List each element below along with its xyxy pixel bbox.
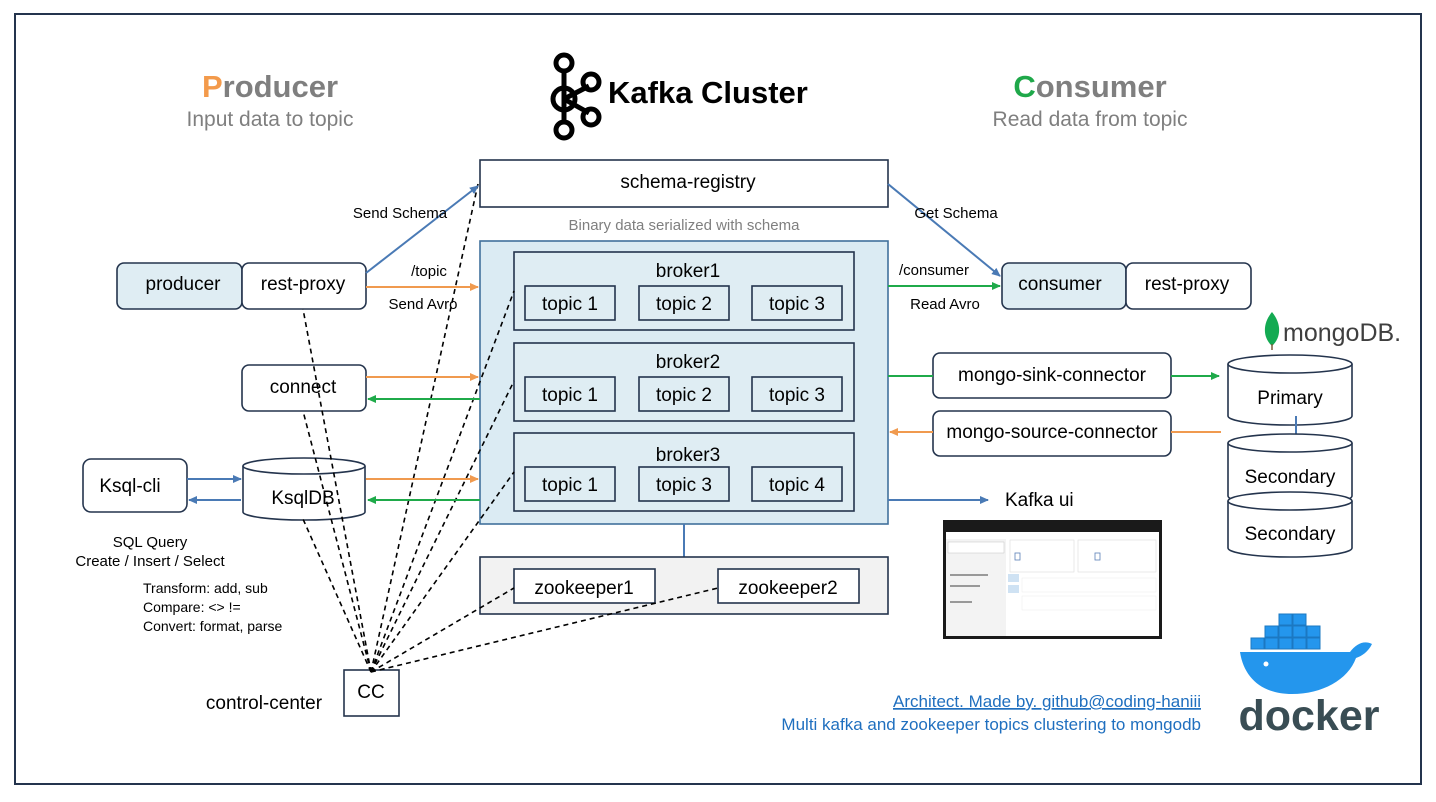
- transform-note-1: Transform: add, sub: [143, 580, 268, 596]
- broker-1-topic-1: topic 1: [542, 294, 598, 315]
- outer-border: [14, 13, 1422, 785]
- broker-2-topic-2-box: [638, 376, 730, 412]
- producer-label: producer: [146, 274, 222, 295]
- producer-title-rest: roducer: [223, 69, 338, 104]
- cluster-title: Kafka Cluster: [608, 75, 808, 110]
- broker-2: broker2 topic 1 topic 2 topic 3: [513, 342, 855, 422]
- broker-2-topic-3-box: [751, 376, 843, 412]
- mongo-sink-label: mongo-sink-connector: [958, 365, 1147, 386]
- mongodb-secondary-1-label: Secondary: [1245, 467, 1336, 488]
- schema-registry-label: schema-registry: [620, 172, 756, 193]
- broker-3-topic-1: topic 1: [542, 475, 598, 496]
- control-center-abbr: CC: [357, 682, 384, 703]
- send-schema-label: Send Schema: [353, 205, 448, 222]
- broker-2-topic-1: topic 1: [542, 385, 598, 406]
- mongo-source-label: mongo-source-connector: [946, 422, 1158, 443]
- broker-3-topic-4-box: [751, 466, 843, 502]
- kafka-ui-thumbnail: [943, 520, 1162, 639]
- zookeeper-1-box: [513, 568, 656, 604]
- broker-2-topic-3: topic 3: [769, 385, 825, 406]
- mongodb-leaf-icon: [1264, 312, 1280, 350]
- footer-link[interactable]: Architect. Made by. github@coding-haniii: [893, 692, 1201, 711]
- control-center-links: [302, 183, 719, 673]
- zookeeper-1-label: zookeeper1: [534, 578, 633, 599]
- broker-3-topic-3-box: [638, 466, 730, 502]
- mongodb-logo-text: mongoDB.: [1283, 319, 1401, 347]
- broker-3-label: broker3: [656, 445, 720, 466]
- control-center-label: control-center: [206, 693, 323, 714]
- consumer-title: Consumer: [1013, 69, 1166, 104]
- broker-3: broker3 topic 1 topic 3 topic 4: [513, 432, 855, 512]
- broker-1-topic-3: topic 3: [769, 294, 825, 315]
- kafka-ui-label: Kafka ui: [1005, 490, 1074, 511]
- get-schema-arrow: [887, 183, 1001, 277]
- mongodb-secondary-2-label: Secondary: [1245, 524, 1336, 545]
- broker-1: broker1 topic 1 topic 2 topic 3: [513, 251, 855, 331]
- ksql-cli-label: Ksql-cli: [99, 476, 160, 497]
- docker-whale-icon: [1240, 613, 1372, 694]
- consumer-subtitle: Read data from topic: [993, 108, 1188, 131]
- connect-label: connect: [270, 377, 337, 398]
- footer-description: Multi kafka and zookeeper topics cluster…: [781, 715, 1201, 734]
- send-schema-arrow: [365, 185, 479, 274]
- mongo-source-box: [932, 410, 1172, 457]
- schema-registry-box: [479, 159, 889, 208]
- send-avro-label: Send Avro: [389, 296, 458, 313]
- broker-1-topic-1-box: [524, 285, 616, 321]
- broker-3-topic-3: topic 3: [656, 475, 712, 496]
- producer-title: Producer: [202, 69, 338, 104]
- consumer-path-label: /consumer: [899, 262, 969, 279]
- broker-2-topic-2: topic 2: [656, 385, 712, 406]
- broker-1-label: broker1: [656, 261, 720, 282]
- control-center-box: [343, 669, 400, 717]
- sql-note-2: Create / Insert / Select: [75, 553, 225, 570]
- ksqldb-label: KsqlDB: [271, 488, 334, 509]
- broker-1-topic-2-box: [638, 285, 730, 321]
- connect-box: [241, 364, 367, 412]
- consumer-title-accent: C: [1013, 69, 1035, 104]
- schema-note: Binary data serialized with schema: [569, 217, 801, 234]
- consumer-rest-proxy-label: rest-proxy: [1145, 274, 1230, 295]
- ksqldb-cylinder: [242, 457, 366, 521]
- zookeeper-2-box: [717, 568, 860, 604]
- read-avro-label: Read Avro: [910, 296, 980, 313]
- broker-2-topic-1-box: [524, 376, 616, 412]
- get-schema-label: Get Schema: [914, 205, 998, 222]
- consumer-rest-proxy-box: [1125, 262, 1252, 310]
- sql-note-1: SQL Query: [113, 534, 188, 551]
- broker-3-topic-4: topic 4: [769, 475, 825, 496]
- topic-path-label: /topic: [411, 263, 447, 280]
- transform-note-3: Convert: format, parse: [143, 618, 282, 634]
- broker-3-topic-1-box: [524, 466, 616, 502]
- broker-2-label: broker2: [656, 352, 720, 373]
- broker-1-topic-3-box: [751, 285, 843, 321]
- mongodb-primary-cylinder: [1227, 354, 1353, 426]
- transform-note-2: Compare: <> !=: [143, 599, 241, 615]
- consumer-title-rest: onsumer: [1036, 69, 1167, 104]
- zookeeper-2-label: zookeeper2: [738, 578, 837, 599]
- mongodb-secondary-cylinder-2: [1227, 491, 1353, 558]
- consumer-label: consumer: [1018, 274, 1102, 295]
- producer-title-accent: P: [202, 69, 223, 104]
- producer-rest-proxy-label: rest-proxy: [261, 274, 346, 295]
- docker-logo-text: docker: [1238, 692, 1379, 740]
- producer-subtitle: Input data to topic: [187, 108, 354, 131]
- mongodb-primary-label: Primary: [1257, 388, 1323, 409]
- broker-1-topic-2: topic 2: [656, 294, 712, 315]
- kafka-logo-icon: [550, 52, 602, 141]
- ksql-cli-box: [82, 458, 188, 513]
